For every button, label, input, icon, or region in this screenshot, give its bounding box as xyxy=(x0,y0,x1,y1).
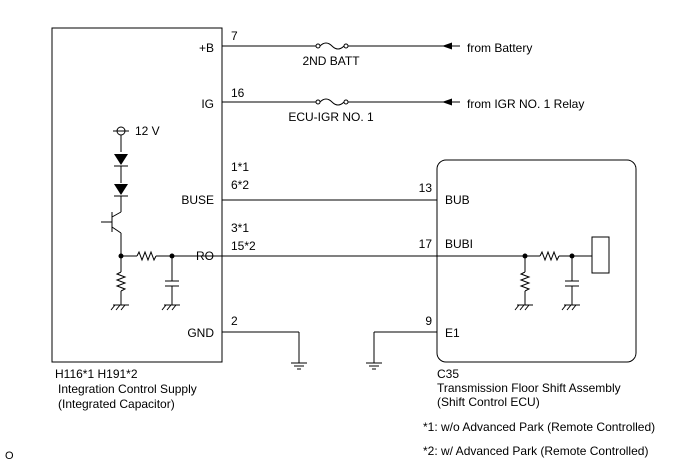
wire-buse-right-pin: 13 xyxy=(419,181,433,195)
wire-igr-pin: 16 xyxy=(231,86,245,100)
left-component-subname: (Integrated Capacitor) xyxy=(58,397,175,411)
pin-label-ig: IG xyxy=(201,97,214,111)
ic-block-icon xyxy=(591,236,610,274)
right-connector-label: C35 xyxy=(437,367,459,381)
capacitor-icon xyxy=(565,280,579,287)
fuse-icon xyxy=(315,42,349,50)
ground-icon xyxy=(366,362,382,370)
wire-ro-pin-a: 3*1 xyxy=(231,221,249,235)
left-component-name: Integration Control Supply xyxy=(58,382,197,396)
pin-label-buse: BUSE xyxy=(181,193,214,207)
pin-label-bubi: BUBI xyxy=(445,237,473,251)
resistor-icon xyxy=(519,271,531,292)
wire-ro-pin-b: 15*2 xyxy=(231,239,256,253)
wire-ro-right-pin: 17 xyxy=(419,237,433,251)
pin-label-e1: E1 xyxy=(445,326,460,340)
source-label-battery: from Battery xyxy=(467,41,532,55)
resistor-icon xyxy=(115,271,127,292)
ground-icon xyxy=(291,362,307,370)
wire-e1-pin: 9 xyxy=(425,314,432,328)
right-component-name: Transmission Floor Shift Assembly xyxy=(437,381,621,395)
source-label-igr-relay: from IGR NO. 1 Relay xyxy=(467,97,584,111)
diode-icon xyxy=(114,184,128,197)
resistor-icon xyxy=(136,250,157,262)
chassis-ground-icon xyxy=(161,304,180,311)
wire-battery-pin: 7 xyxy=(231,29,238,43)
footnote-2: *2: w/ Advanced Park (Remote Controlled) xyxy=(423,444,648,458)
arrow-left-icon xyxy=(442,42,452,50)
fuse-label-ecu-igr: ECU-IGR NO. 1 xyxy=(288,110,374,124)
shift-control-ecu-box xyxy=(436,159,637,363)
left-connector-label: H116*1 H191*2 xyxy=(55,367,138,381)
chassis-ground-icon xyxy=(561,304,580,311)
pin-label-plus-b: +B xyxy=(199,41,214,55)
pin-label-bub: BUB xyxy=(445,193,470,207)
wire-buse-pin-b: 6*2 xyxy=(231,178,249,192)
wire-gnd-pin: 2 xyxy=(231,314,238,328)
diode-icon xyxy=(114,154,128,167)
wire-buse-pin-a: 1*1 xyxy=(231,160,249,174)
arrow-left-icon xyxy=(442,98,452,106)
supply-terminal-icon xyxy=(113,126,129,136)
integration-control-supply-box xyxy=(51,27,223,363)
right-component-subname: (Shift Control ECU) xyxy=(437,395,540,409)
fuse-icon xyxy=(315,98,349,106)
transistor-icon xyxy=(101,211,122,234)
footnote-1: *1: w/o Advanced Park (Remote Controlled… xyxy=(423,420,655,434)
fuse-label-2nd-batt: 2ND BATT xyxy=(302,54,360,68)
capacitor-icon xyxy=(165,280,179,287)
supply-voltage-label: 12 V xyxy=(135,124,160,138)
chassis-ground-icon xyxy=(110,304,129,311)
corner-mark: O xyxy=(5,450,14,462)
pin-label-gnd: GND xyxy=(187,326,214,340)
resistor-icon xyxy=(539,250,560,262)
chassis-ground-icon xyxy=(514,304,533,311)
